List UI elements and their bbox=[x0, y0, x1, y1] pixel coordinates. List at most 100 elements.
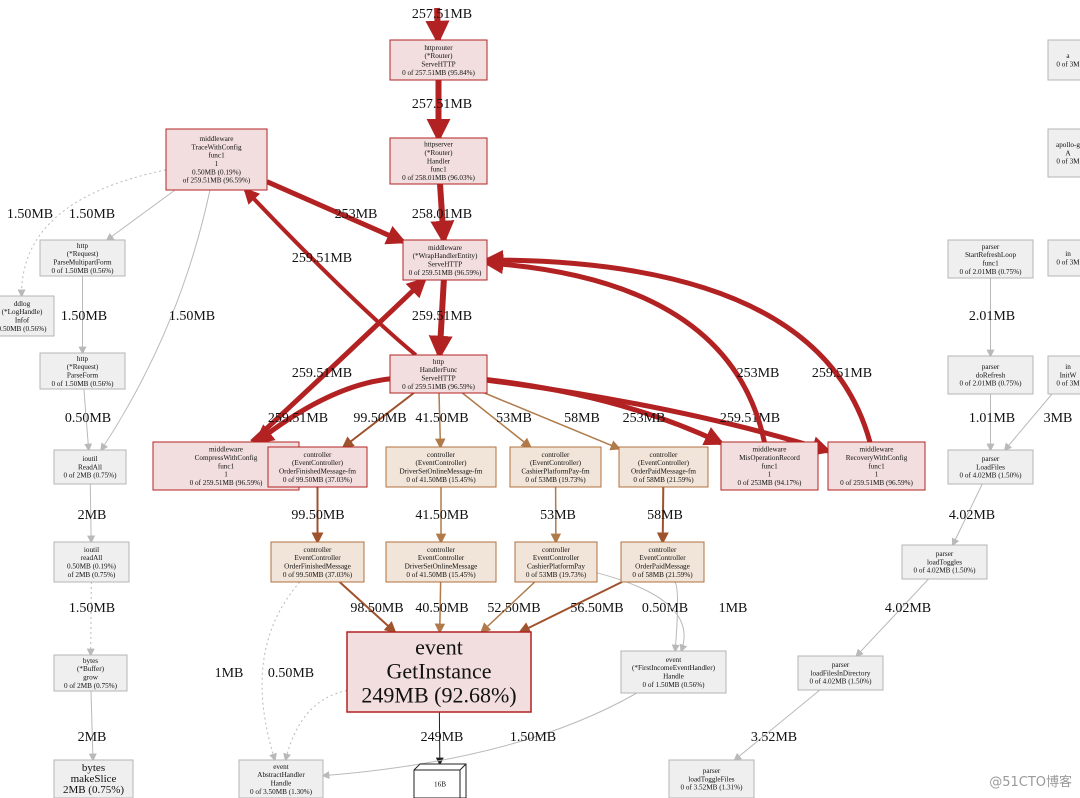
node-r1[interactable]: a0 of 3M bbox=[1047, 39, 1080, 81]
edge-label: 53MB bbox=[496, 411, 532, 426]
edge-label: 99.50MB bbox=[353, 411, 406, 426]
node-text-line: ioutil bbox=[84, 546, 99, 554]
node-box bbox=[620, 541, 705, 583]
edge-label: 98.50MB bbox=[350, 601, 403, 616]
edge-label: 2.01MB bbox=[969, 309, 1015, 324]
node-text-line: OrderFinishedMessage bbox=[284, 562, 351, 570]
node-text-line: in bbox=[1065, 363, 1071, 371]
node-c_driver_fm[interactable]: controller(EventController)DriverSetOnli… bbox=[385, 446, 497, 488]
node-text-line: (EventController) bbox=[415, 459, 467, 467]
watermark-text: @51CTO博客 bbox=[989, 774, 1072, 790]
node-text-line: parser bbox=[936, 550, 954, 558]
node-c_orderfin[interactable]: controllerEventControllerOrderFinishedMe… bbox=[270, 541, 365, 583]
node-text-line: 0 of 1.50MB (0.56%) bbox=[642, 681, 705, 689]
node-box16[interactable]: 16B bbox=[413, 763, 467, 798]
edge-handlerfunc-to-trace bbox=[243, 187, 418, 357]
node-text-line: (*Router) bbox=[425, 149, 454, 157]
edge-label: 1.50MB bbox=[510, 730, 556, 745]
node-text-line: (EventController) bbox=[638, 459, 690, 467]
node-text-line: (*Router) bbox=[425, 52, 454, 60]
edge-label: 0.50MB bbox=[642, 601, 688, 616]
edge-r4-to-loadfiles bbox=[1003, 393, 1053, 452]
edge-label: 56.50MB bbox=[570, 601, 623, 616]
node-box bbox=[0, 295, 55, 337]
edge-label: 4.02MB bbox=[885, 601, 931, 616]
node-text-line: 0 of 3M bbox=[1056, 380, 1080, 388]
edge-label: 1.50MB bbox=[69, 601, 115, 616]
edge-label: 257.51MB bbox=[412, 7, 472, 22]
node-c_driver[interactable]: controllerEventControllerDriverSetOnline… bbox=[385, 541, 497, 583]
node-text-line: ReadAll bbox=[78, 463, 102, 471]
node-text-line: 0 of 4.02MB (1.50%) bbox=[913, 567, 976, 575]
node-box bbox=[947, 449, 1034, 485]
node-text-line: (*Request) bbox=[67, 250, 99, 258]
edge-grow-to-makeslice bbox=[88, 690, 97, 762]
edge-label: 257.51MB bbox=[412, 97, 472, 112]
node-text-line: 0.50MB (0.19%) bbox=[192, 168, 242, 176]
node-box bbox=[39, 239, 126, 277]
node-r3[interactable]: in0 of 3M bbox=[1047, 239, 1080, 277]
edge-label: 1MB bbox=[215, 666, 244, 681]
node-c_orderpaid_fm[interactable]: controller(EventController)OrderPaidMess… bbox=[618, 446, 709, 488]
node-wrap[interactable]: middleware(*WrapHandlerEntity)ServeHTTP0… bbox=[402, 239, 488, 281]
edge-label: 41.50MB bbox=[415, 411, 468, 426]
edge-label: 4.02MB bbox=[949, 508, 995, 523]
node-text-line: controller bbox=[304, 451, 333, 459]
node-text-line: func1 bbox=[982, 259, 999, 267]
edge-label: 3.52MB bbox=[751, 730, 797, 745]
node-text-line: (*Request) bbox=[67, 363, 99, 371]
node-c_cashier[interactable]: controllerEventControllerCashierPlatform… bbox=[514, 541, 598, 583]
node-text-line: CashierPlatformPay bbox=[527, 562, 585, 570]
edge-c_cashier-to-firstincome bbox=[596, 572, 688, 653]
node-c_orderfin_fm[interactable]: controller(EventController)OrderFinished… bbox=[267, 446, 368, 488]
node-text-line: 0 of 1.50MB (0.56%) bbox=[51, 267, 114, 275]
edge-label: 259.51MB bbox=[292, 251, 352, 266]
edge-handlerfunc-to-c_orderfin_fm bbox=[341, 392, 415, 449]
node-c_orderpaid[interactable]: controllerEventControllerOrderPaidMessag… bbox=[620, 541, 705, 583]
node-text-line: makeSlice bbox=[71, 773, 117, 785]
edge-c_cashier-to-getinstance bbox=[480, 581, 536, 634]
node-box bbox=[385, 446, 497, 488]
node-text-line: bytes bbox=[83, 657, 98, 665]
edge-trace-to-wrap bbox=[265, 179, 407, 245]
node-text-line: A bbox=[1065, 149, 1071, 157]
node-text-line: 1 bbox=[875, 471, 879, 479]
node-text-line: 0 of 2.01MB (0.75%) bbox=[959, 380, 1022, 388]
node-text-line: http bbox=[433, 358, 445, 366]
edge-top-to-router bbox=[425, 7, 450, 45]
node-box bbox=[947, 239, 1034, 279]
node-box bbox=[53, 759, 134, 798]
node-box bbox=[1047, 239, 1080, 277]
node-box bbox=[514, 541, 598, 583]
node-r2[interactable]: apollo-gA0 of 3M bbox=[1047, 128, 1080, 178]
edge-label: 40.50MB bbox=[415, 601, 468, 616]
node-text-line: middleware bbox=[209, 446, 243, 454]
node-c_cashier_fm[interactable]: controller(EventController)CashierPlatfo… bbox=[509, 446, 602, 488]
node-text-line: doRefresh bbox=[976, 371, 1006, 379]
node-text-line: (*LogHandle) bbox=[2, 308, 43, 316]
node-text-line: parser bbox=[832, 661, 850, 669]
